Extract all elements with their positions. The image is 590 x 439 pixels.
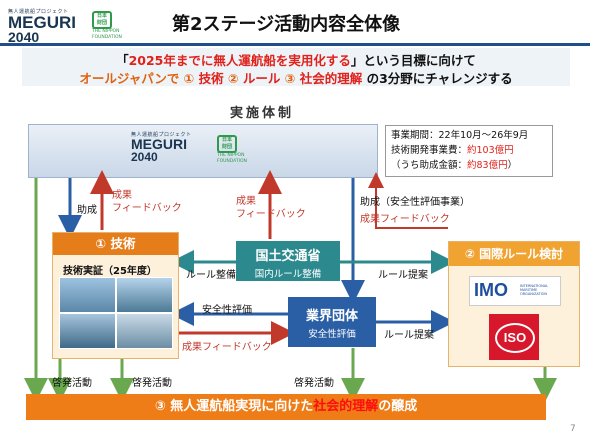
logo-text: MEGURI <box>8 13 76 32</box>
program-logo-year: 2040 <box>131 150 158 164</box>
program-logo-tagline: 無人運航船プロジェクト <box>131 132 192 138</box>
program-box: 無人運航船プロジェクト MEGURI 2040 日本 財団 THE NIPPON… <box>28 124 378 178</box>
arrow-feedback3 <box>368 172 448 229</box>
title-rule <box>0 43 590 46</box>
program-foundation-mark: 日本 財団 <box>217 135 237 153</box>
section-title: 実施体制 <box>230 106 295 121</box>
label-feedback4: 成果フィードバック <box>182 342 272 353</box>
banner-tech: 技術 <box>198 71 224 86</box>
label-rule-setting: ルール整備 <box>186 270 236 281</box>
project-grant: （うち助成金額：約83億円） <box>391 158 552 173</box>
grant-pre: （うち助成金額： <box>391 160 468 171</box>
label-rule-proposal2: ルール提案 <box>384 330 434 341</box>
grant-value: 約83億円 <box>467 160 508 171</box>
banner-goal: 2025年までに無人運航船を実用化する <box>128 53 351 68</box>
ship-photo-4 <box>116 313 173 349</box>
banner-allj: オールジャパンで ① <box>79 71 199 86</box>
cost-label: 技術開発事業費： <box>391 145 468 156</box>
ship-photo-1 <box>59 277 116 313</box>
industry-box: 業界団体 安全性評価 <box>288 297 376 347</box>
goal-banner: 「2025年までに無人運航船を実用化する」という目標に向けて オールジャパンで … <box>22 48 570 86</box>
bottom-post: の醸成 <box>378 399 418 414</box>
banner-n3: ③ <box>280 71 300 86</box>
program-logo: 無人運航船プロジェクト MEGURI 2040 <box>131 131 201 164</box>
banner-end: の3分野にチャレンジする <box>362 71 513 86</box>
social-understanding-bar: ③ 無人運航船実現に向けた社会的理解の醸成 <box>26 394 546 420</box>
industry-sub: 安全性評価 <box>308 329 356 340</box>
banner-open: 「 <box>116 53 129 68</box>
imo-logo: IMO INTERNATIONAL MARITIME ORGANIZATION <box>469 276 561 306</box>
intl-header: ② 国際ルール検討 <box>449 242 579 266</box>
label-awareness3: 啓発活動 <box>294 378 334 389</box>
imo-text: IMO <box>474 280 508 300</box>
foundation-name2: FOUNDATION <box>92 35 122 40</box>
meguri-logo: 無人運航船プロジェクト MEGURI 2040 <box>8 8 153 48</box>
banner-rule: ルール <box>242 71 281 86</box>
tech-subtitle: 技術実証（25年度） <box>63 266 157 277</box>
tech-header: ① 技術 <box>53 233 178 255</box>
intl-rule-box: ② 国際ルール検討 IMO INTERNATIONAL MARITIME ORG… <box>448 241 580 367</box>
imo-fullname: INTERNATIONAL MARITIME ORGANIZATION <box>520 284 549 296</box>
bottom-pre: ③ 無人運航船実現に向けた <box>154 399 314 414</box>
label-awareness2: 啓発活動 <box>132 378 172 389</box>
program-foundation-name2: FOUNDATION <box>217 159 247 164</box>
label-grant-safety: 助成（安全性評価事業） <box>360 197 470 208</box>
project-cost: 技術開発事業費：約103億円 <box>391 143 552 158</box>
mlit-sub: 国内ルール整備 <box>254 269 322 280</box>
iso-text: ISO <box>495 323 535 353</box>
project-info-box: 事業期間：22年10月～26年9月 技術開発事業費：約103億円 （うち助成金額… <box>385 125 553 177</box>
ship-photo-2 <box>116 277 173 313</box>
logo-tagline: 無人運航船プロジェクト <box>8 9 69 15</box>
page-title: 第2ステージ活動内容全体像 <box>172 14 401 35</box>
bottom-highlight: 社会的理解 <box>313 399 379 414</box>
label-rule-proposal1: ルール提案 <box>378 270 428 281</box>
industry-name: 業界団体 <box>305 309 358 324</box>
label-safety-eval: 安全性評価 <box>202 305 252 316</box>
tech-box: ① 技術 技術実証（25年度） <box>52 232 179 359</box>
program-foundation-logo: 日本 財団 THE NIPPON FOUNDATION <box>217 133 277 165</box>
label-awareness1: 啓発活動 <box>52 378 92 389</box>
banner-n2: ② <box>223 71 243 86</box>
nippon-foundation-logo: 日本 財団 THE NIPPON FOUNDATION <box>92 9 152 41</box>
program-logo-text: MEGURI <box>131 136 187 152</box>
label-grant: 助成 <box>77 205 97 216</box>
foundation-name: THE NIPPON <box>92 29 120 34</box>
program-foundation-name: THE NIPPON <box>217 153 245 158</box>
banner-post: 」という目標に向けて <box>350 53 476 68</box>
foundation-mark: 日本 財団 <box>92 11 112 29</box>
page-number: 7 <box>570 424 576 434</box>
cost-value: 約103億円 <box>467 145 514 156</box>
project-period: 事業期間：22年10月～26年9月 <box>391 130 529 141</box>
label-feedback1: 成果 フィードバック <box>112 190 182 214</box>
banner-line2: オールジャパンで ① 技術 ② ルール ③ 社会的理解 の3分野にチャレンジする <box>22 68 570 87</box>
ship-photo-3 <box>59 313 116 349</box>
iso-logo: ISO <box>489 314 539 360</box>
label-feedback3: 成果フィードバック <box>360 214 450 225</box>
mlit-name: 国土交通省 <box>255 249 321 264</box>
mlit-box: 国土交通省 国内ルール整備 <box>236 241 340 281</box>
banner-social: 社会的理解 <box>299 71 363 86</box>
logo-year: 2040 <box>8 29 40 45</box>
grant-post: ） <box>507 160 518 171</box>
banner-line1: 「2025年までに無人運航船を実用化する」という目標に向けて <box>22 50 570 69</box>
label-feedback2: 成果 フィードバック <box>236 196 306 220</box>
